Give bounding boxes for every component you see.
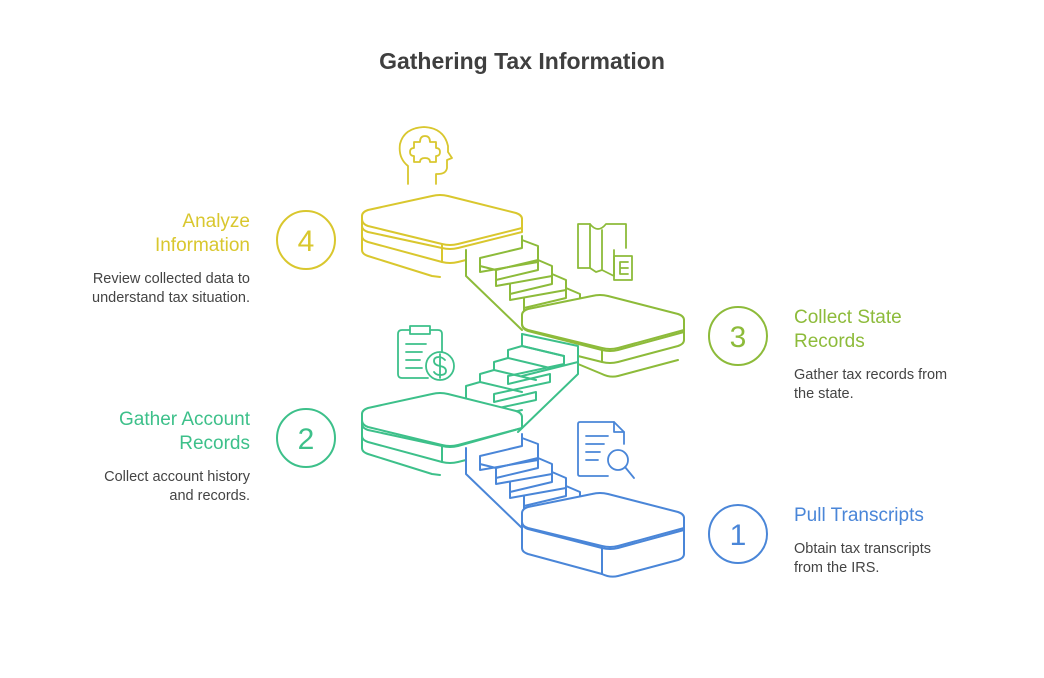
stairs-2-to-1 — [465, 433, 581, 529]
step-4-title: Analyze Information — [60, 210, 250, 258]
document-search-icon — [577, 421, 635, 479]
step-2-title-line-2: Records — [179, 433, 250, 454]
clipboard-dollar-icon — [397, 325, 455, 381]
state-map-icon — [577, 223, 633, 281]
step-1-description-line-1: Obtain tax transcripts — [794, 541, 931, 557]
step-3-title: Collect State Records — [794, 306, 994, 354]
step-3-title-line-1: Collect State — [794, 307, 902, 328]
step-2-description-line-2: and records. — [169, 488, 250, 504]
step-1-title-line-1: Pull Transcripts — [794, 505, 924, 526]
head-puzzle-icon — [398, 126, 453, 185]
step-4-title-line-1: Analyze — [182, 211, 250, 232]
platform-step-1 — [521, 492, 685, 578]
platform-step-4 — [361, 194, 523, 278]
step-2-description-line-1: Collect account history — [104, 469, 250, 485]
step-4-description-line-1: Review collected data to — [92, 271, 250, 287]
step-1-description: Obtain tax transcripts from the IRS. — [794, 540, 1004, 578]
step-3-description: Gather tax records from the state. — [794, 366, 1004, 404]
step-3-description-line-2: the state. — [794, 386, 854, 402]
number-circle-1: 1 — [708, 504, 768, 564]
number-label-3: 3 — [730, 321, 747, 354]
number-label-4: 4 — [298, 225, 315, 258]
number-circle-4: 4 — [276, 210, 336, 270]
platform-step-2 — [361, 392, 523, 476]
platform-step-3 — [521, 294, 685, 378]
number-circle-3: 3 — [708, 306, 768, 366]
step-3-description-line-1: Gather tax records from — [794, 367, 948, 383]
step-2-description: Collect account history and records. — [40, 468, 250, 506]
step-4-description: Review collected data to understand tax … — [40, 270, 250, 308]
step-2-title-line-1: Gather Account — [119, 409, 250, 430]
step-4-description-line-2: understand tax situation. — [92, 290, 250, 306]
diagram-title: Gathering Tax Information — [379, 48, 665, 74]
stairs-4-to-3 — [465, 235, 581, 331]
number-label-2: 2 — [298, 423, 315, 456]
number-label-1: 1 — [730, 519, 747, 552]
step-4-title-line-2: Information — [154, 235, 250, 256]
number-circle-2: 2 — [276, 408, 336, 468]
step-1-description-line-2: from the IRS. — [794, 560, 880, 576]
step-3-title-line-2: Records — [794, 331, 865, 352]
step-2-title: Gather Account Records — [60, 408, 250, 456]
step-1-title: Pull Transcripts — [794, 504, 994, 528]
